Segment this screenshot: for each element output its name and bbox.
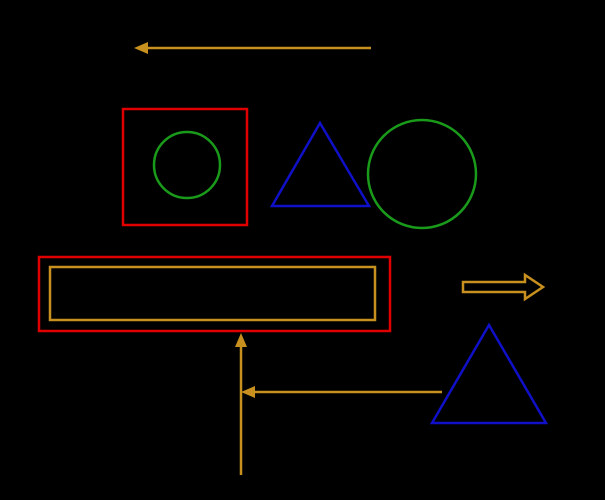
inner-orange-rectangle (48, 265, 377, 322)
lower-left-arrow (241, 386, 442, 398)
lower-left-arrow-head (241, 386, 255, 398)
upper-blue-triangle (269, 120, 372, 208)
top-left-arrow-head (134, 42, 148, 54)
top-left-arrow (134, 42, 371, 54)
small-green-circle (152, 130, 222, 200)
wide-red-rectangle (37, 255, 392, 333)
large-green-circle (366, 118, 478, 230)
vertical-up-arrow-head (235, 333, 247, 347)
hollow-right-arrow (461, 272, 546, 302)
vertical-up-arrow (235, 333, 247, 475)
red-square (121, 107, 249, 227)
lower-blue-triangle (429, 322, 549, 425)
